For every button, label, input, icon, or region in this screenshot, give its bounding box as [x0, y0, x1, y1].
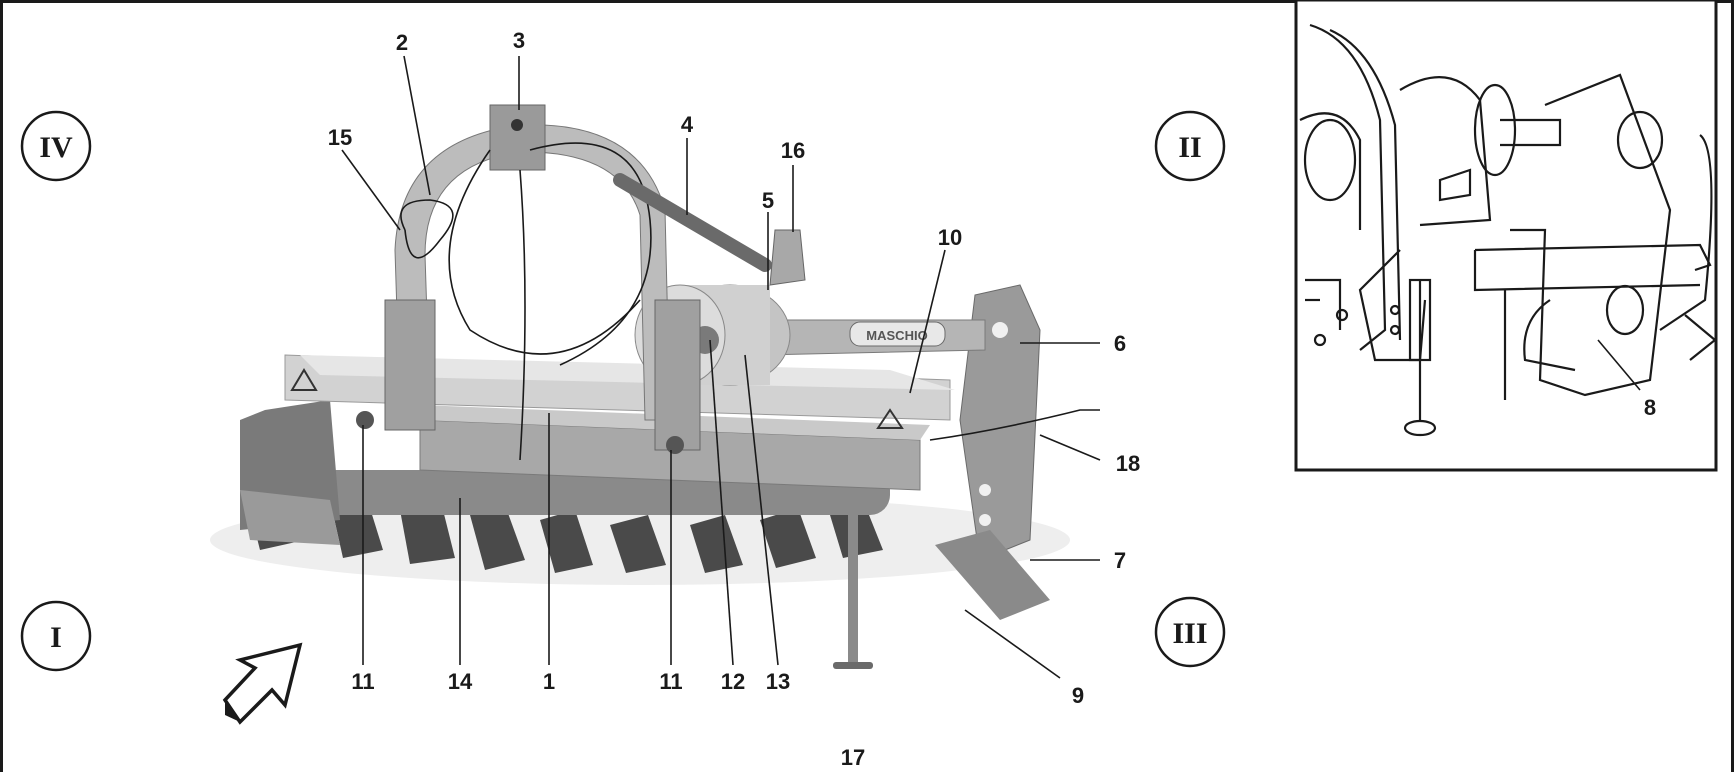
view-circle-IV [20, 110, 92, 182]
view-circle-II [1154, 110, 1226, 182]
leader-13 [744, 354, 779, 666]
hydraulic-hose [519, 169, 526, 461]
part-number-6: 6 [1114, 331, 1126, 356]
leader-10 [909, 249, 946, 394]
hydraulic-cylinder [613, 173, 772, 272]
view-labels: IV I II III [20, 110, 1226, 672]
part-number-15: 15 [328, 125, 352, 150]
cable-loop [400, 199, 454, 259]
view-label-III: III [1172, 617, 1207, 650]
leader-15 [341, 149, 401, 231]
view-label-II: II [1178, 131, 1201, 164]
part-number-2: 2 [396, 30, 408, 55]
part-number-18: 18 [1116, 451, 1140, 476]
part-number-16: 16 [781, 138, 805, 163]
parking-stand-foot [833, 662, 873, 669]
view-circle-III [1154, 596, 1226, 668]
detail-inset: 8 [1294, 0, 1718, 472]
top-link-pin [511, 119, 523, 131]
part-number-9: 9 [1072, 683, 1084, 708]
leader-2 [403, 55, 431, 196]
part-number-17: 17 [841, 745, 865, 770]
parking-stand [848, 515, 858, 665]
left-skid [240, 490, 340, 545]
right-hitch-plate [654, 299, 701, 451]
gear-housing-bolt [979, 484, 991, 496]
part-number-5: 5 [762, 188, 774, 213]
part-number-10: 10 [938, 225, 962, 250]
part-number-13: 13 [766, 669, 790, 694]
part-number-3: 3 [513, 28, 525, 53]
view-circle-I [20, 600, 92, 672]
part-callouts: 2 3 15 4 16 5 10 6 18 7 9 11 14 1 11 12 [328, 28, 1140, 770]
brand-plate-text: MASCHIO [866, 328, 927, 343]
view-label-IV: IV [39, 131, 73, 164]
warning-decal [290, 368, 318, 391]
left-hitch-plate [384, 299, 436, 431]
part-number-8: 8 [1644, 395, 1656, 420]
hood-top [300, 355, 955, 390]
top-link-bracket [489, 104, 546, 171]
part-number-7: 7 [1114, 548, 1126, 573]
warning-decal [876, 408, 904, 429]
part-number-11-left: 11 [351, 669, 374, 694]
part-number-4: 4 [681, 112, 694, 137]
leader-12 [709, 339, 734, 666]
hydraulic-hose [529, 142, 652, 366]
brand-plate [849, 321, 946, 347]
part-number-11-right: 11 [659, 669, 682, 694]
tiller-illustration: MASCHIO [210, 104, 1100, 669]
leader-9 [964, 609, 1061, 679]
part-number-1: 1 [543, 669, 555, 694]
side-handle [929, 409, 1100, 441]
view-label-I: I [50, 621, 62, 654]
gear-housing-bolt [979, 514, 991, 526]
gear-housing-bolt [992, 322, 1008, 338]
hydraulic-hose [448, 149, 641, 355]
right-skid [935, 530, 1050, 620]
part-number-12: 12 [721, 669, 745, 694]
leader-8 [1597, 339, 1641, 391]
part-number-14: 14 [448, 669, 473, 694]
forward-travel-arrow [222, 642, 303, 725]
right-hitch-pin [666, 436, 684, 454]
inset-sketch [1299, 23, 1717, 437]
leader-18 [1039, 434, 1101, 461]
pin-lug [769, 229, 806, 286]
left-hitch-pin [356, 411, 374, 429]
